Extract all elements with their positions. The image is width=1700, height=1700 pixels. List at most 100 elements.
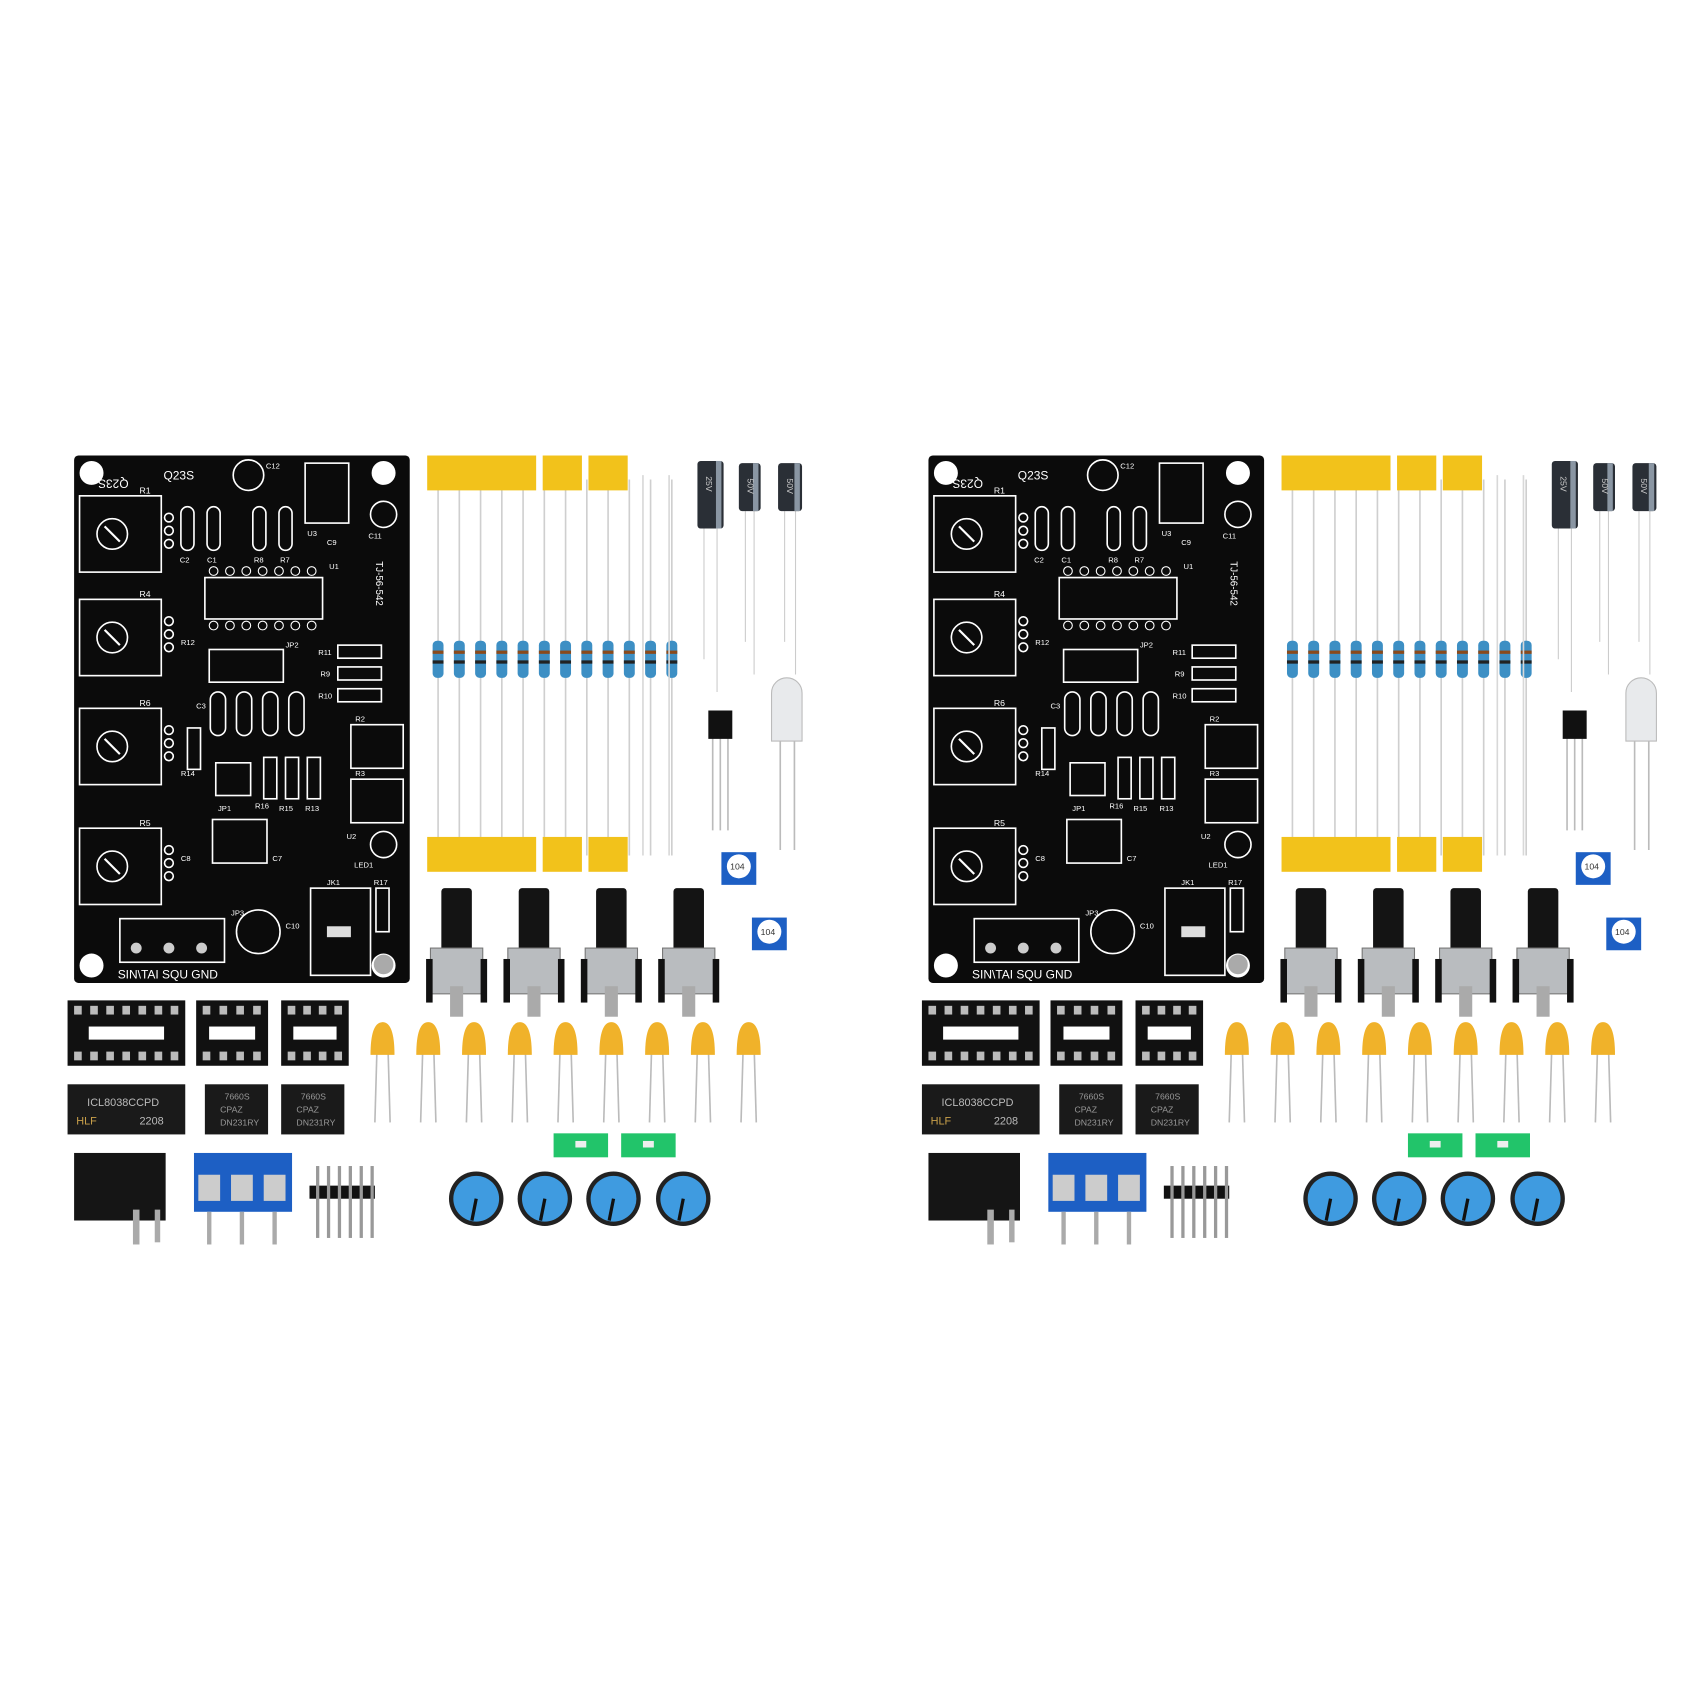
cap-footprint-c10: [235, 909, 281, 955]
resistor-band: [517, 650, 529, 654]
socket-pin: [1073, 1051, 1082, 1061]
ceramic-capacitor: [1270, 1022, 1295, 1055]
header-pin: [348, 1166, 352, 1238]
socket-pin: [1173, 1051, 1181, 1061]
ceramic-capacitor: [1453, 1022, 1478, 1055]
pad: [196, 942, 208, 954]
pot-pin: [1536, 986, 1550, 1017]
socket-pin: [1142, 1005, 1150, 1015]
cap-lead: [1365, 1046, 1370, 1123]
jack-pin: [154, 1209, 161, 1243]
resistor-band: [496, 650, 508, 654]
jack-pin: [987, 1209, 994, 1245]
jumper-contact: [575, 1140, 587, 1148]
cap-footprint-c10: [1090, 909, 1136, 955]
dc-power-jack: [74, 1152, 166, 1221]
cap-footprint: [1063, 691, 1081, 737]
terminal-screw: [1052, 1174, 1075, 1201]
pot-circle: [96, 621, 129, 654]
silk-label: C2: [1034, 555, 1044, 564]
socket-pin: [202, 1051, 211, 1061]
silk-label: R17: [1228, 878, 1242, 887]
silk-label: U3: [307, 529, 317, 538]
capacitor-rating: 25V: [704, 476, 714, 492]
tape-bottom: [1397, 836, 1437, 872]
board-model: TJ-56-542: [1227, 561, 1238, 606]
silk-label: R13: [1159, 804, 1173, 813]
cap-lead: [465, 1046, 470, 1123]
ic-marking: 7660S: [224, 1092, 249, 1102]
trimpot-label: 104: [1584, 862, 1599, 872]
trimmer-footprint-r2: [350, 723, 405, 770]
ceramic-capacitor: [507, 1022, 532, 1055]
pad: [1128, 620, 1139, 631]
header-pin: [359, 1166, 363, 1238]
socket-pin: [90, 1005, 98, 1015]
resistor-band: [1308, 660, 1320, 664]
jumper-footprint-jp1: [1069, 762, 1106, 797]
socket-window: [209, 1026, 256, 1040]
socket-pin: [334, 1051, 343, 1061]
polarity-stripe: [715, 460, 722, 529]
tape-top: [1397, 455, 1437, 491]
ic-icl8038: [921, 1084, 1040, 1135]
socket-pin: [1057, 1005, 1065, 1015]
tape-bottom: [542, 836, 582, 872]
pad: [1018, 751, 1029, 762]
pad: [1017, 942, 1029, 954]
pad: [290, 620, 301, 631]
resistor: [1499, 640, 1511, 678]
dc-jack-footprint: [309, 887, 372, 977]
header-pin: [337, 1166, 342, 1238]
resistor-band: [602, 650, 614, 654]
potentiometer: [662, 947, 716, 995]
board-model: TJ-56-542: [373, 561, 384, 606]
capacitor-rating: 50V: [746, 478, 756, 494]
socket-pin: [318, 1051, 327, 1061]
cap-lead: [1470, 1046, 1475, 1123]
cap-footprint-c11: [1224, 500, 1252, 529]
cap-lead: [419, 1046, 424, 1123]
pad: [208, 566, 219, 576]
socket-window: [88, 1026, 165, 1040]
silk-label: U1: [329, 562, 339, 571]
socket-pin: [1090, 1005, 1099, 1015]
cap-lead: [661, 1046, 666, 1123]
board-code: Q23S: [952, 476, 983, 490]
jumper-contact: [1497, 1140, 1509, 1148]
socket-pin: [1188, 1051, 1197, 1061]
silk-label: C10: [1140, 921, 1154, 930]
resistor-band: [496, 660, 508, 664]
socket-pin: [90, 1051, 98, 1061]
pad: [163, 512, 175, 523]
socket-window: [293, 1026, 337, 1040]
silk-label: R8: [1108, 555, 1118, 564]
socket-pin: [992, 1051, 1001, 1061]
resistor: [1308, 640, 1320, 678]
pad: [1063, 620, 1073, 631]
trimpot-label: 104: [730, 862, 745, 872]
resistor-band: [1350, 660, 1362, 664]
ceramic-capacitor: [1545, 1022, 1570, 1055]
pot-tab: [1489, 958, 1497, 1003]
resistor-footprint: [262, 756, 278, 800]
pot-tab: [1435, 958, 1442, 1003]
socket-pin: [219, 1005, 228, 1015]
silk-label: JP3: [231, 908, 244, 917]
socket-pin: [138, 1051, 147, 1061]
pad: [1079, 620, 1090, 631]
silk-label: JP2: [286, 640, 299, 649]
ic-date: 2208: [139, 1116, 163, 1128]
pot-shaft: [1295, 888, 1327, 952]
resistor: [1393, 640, 1405, 678]
tape-top: [1442, 455, 1483, 491]
silk-label: R7: [1134, 555, 1144, 564]
resistor-band: [1414, 650, 1426, 654]
pot-pin: [682, 986, 696, 1017]
pad: [306, 620, 317, 631]
silk-label: R1: [139, 486, 150, 496]
resistor-band: [475, 660, 487, 664]
pad: [257, 620, 268, 631]
resistor-band: [1286, 650, 1298, 654]
pad: [1018, 870, 1029, 882]
